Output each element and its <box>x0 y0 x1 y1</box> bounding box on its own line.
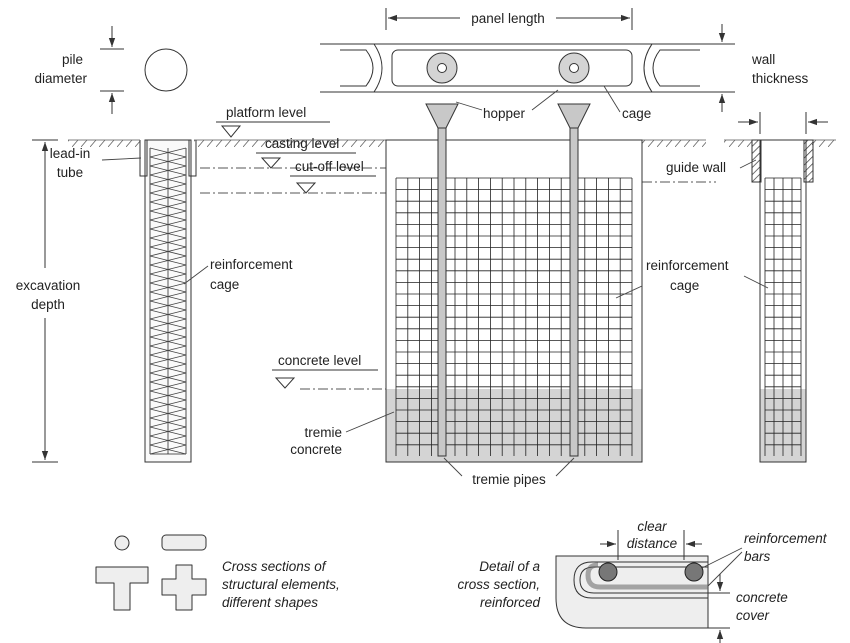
reinforced-detail: Detail of a cross section, reinforced cl… <box>457 519 828 643</box>
guide-wall-right <box>803 139 814 183</box>
tremie-concrete-label-1: tremie <box>304 425 342 440</box>
excavation-label-1: excavation <box>16 278 81 293</box>
lead-in-label-1: lead-in <box>50 146 91 161</box>
hopper-right <box>557 103 591 129</box>
ground-lines <box>68 139 836 147</box>
detail-concrete <box>555 555 709 629</box>
hopper-label: hopper <box>483 106 526 121</box>
detail-label-1: Detail of a <box>479 559 540 574</box>
tremie-concrete-label-2: concrete <box>290 442 342 457</box>
detail-bar-right <box>684 562 704 582</box>
panel-length-label: panel length <box>471 11 545 26</box>
pile-diameter-label-2: diameter <box>34 71 87 86</box>
shape-circle <box>114 535 130 551</box>
guide-wall-label: guide wall <box>666 160 726 175</box>
panel-reinforcement-cage <box>395 177 633 456</box>
clear-distance-label-1: clear <box>637 519 667 534</box>
excavation-label-2: depth <box>31 297 65 312</box>
wall-thickness-label-2: thickness <box>752 71 809 86</box>
concrete-level-label: concrete level <box>278 353 361 368</box>
panel-reinforcement-label-2: cage <box>670 278 699 293</box>
platform-level: platform level <box>216 105 330 138</box>
concrete-cover-label-1: concrete <box>736 590 788 605</box>
pile-diameter-label-1: pile <box>62 52 83 67</box>
detail-label-3: reinforced <box>480 595 541 610</box>
tremie-pipe-left <box>437 127 447 457</box>
excavation-depth-dimension: excavation depth <box>16 139 81 463</box>
cross-section-shapes: Cross sections of structural elements, d… <box>95 534 340 611</box>
right-neighbour-panel <box>643 43 712 93</box>
concrete-cover-label-2: cover <box>736 608 770 623</box>
casting-level: casting level <box>200 136 386 169</box>
pile-plan-circle <box>144 48 188 92</box>
panel-elevation: concrete level tremie concrete tremie pi… <box>272 85 729 487</box>
shape-tee <box>95 566 149 611</box>
cage-label: cage <box>622 106 651 121</box>
clear-distance-label-2: distance <box>627 536 677 551</box>
shape-rectangle <box>161 534 207 551</box>
detail-label-2: cross section, <box>457 577 540 592</box>
wall-reinforcement-cage <box>764 177 802 456</box>
tremie-pipe-right <box>569 127 579 457</box>
lead-in-label-2: tube <box>57 165 83 180</box>
casting-level-label: casting level <box>265 136 339 151</box>
guide-wall-left <box>751 139 762 183</box>
tremie-pipes-label: tremie pipes <box>472 472 546 487</box>
plan-cage <box>391 49 633 87</box>
hopper-left <box>425 103 459 129</box>
reinforcement-bars-label-2: bars <box>744 549 771 564</box>
pile-reinforcement-cage <box>149 147 187 455</box>
plan-view: panel length wall thickness pile diamete… <box>34 8 809 114</box>
cross-sections-label-3: different shapes <box>222 595 318 610</box>
reinforcement-bars-label-1: reinforcement <box>744 531 828 546</box>
platform-level-label: platform level <box>226 105 306 120</box>
cross-sections-label-1: Cross sections of <box>222 559 327 574</box>
cut-off-level: cut-off level <box>200 159 716 194</box>
cut-off-level-label: cut-off level <box>295 159 364 174</box>
wall-section: guide wall <box>615 112 828 463</box>
cross-sections-label-2: structural elements, <box>222 577 340 592</box>
pile-reinforcement-label-2: cage <box>210 277 239 292</box>
shape-cross <box>161 564 207 611</box>
wall-thickness-label-1: wall <box>751 52 775 67</box>
pile-reinforcement-label-1: reinforcement <box>210 257 293 272</box>
pile-section: lead-in tube reinforcement cage <box>50 139 293 463</box>
detail-bar-left <box>598 562 618 582</box>
panel-reinforcement-label-1: reinforcement <box>646 258 729 273</box>
main-panel-outline <box>374 43 652 93</box>
